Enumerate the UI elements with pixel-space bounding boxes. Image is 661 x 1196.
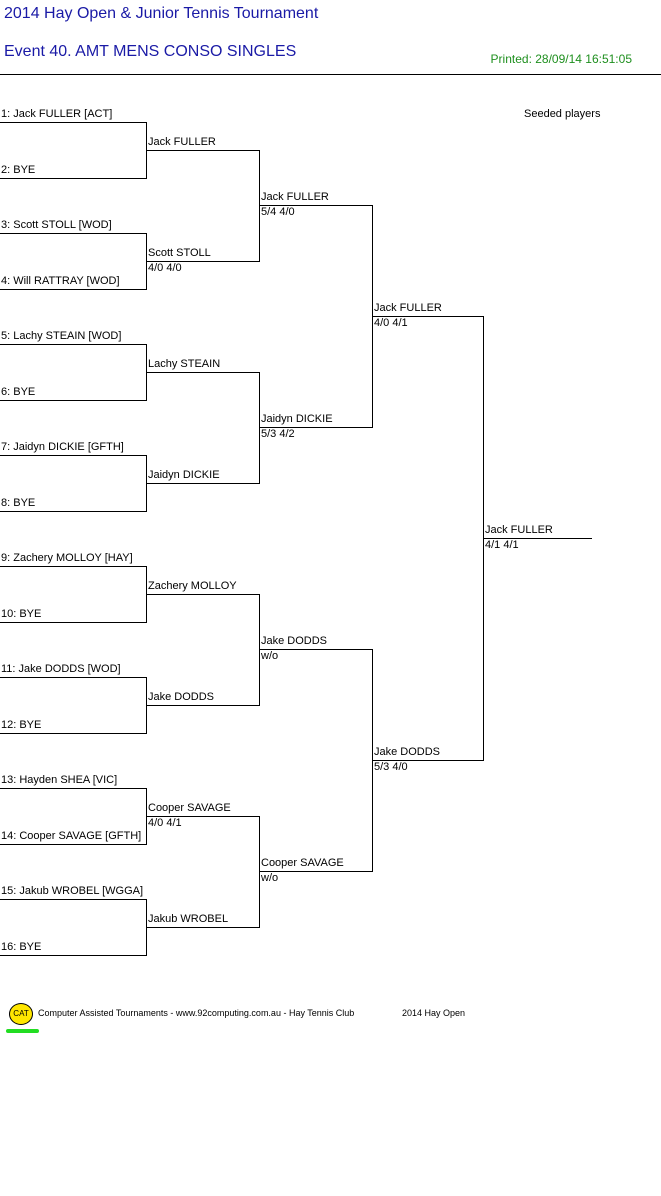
bracket-connector [259,594,260,706]
round4-score: 5/3 4/0 [374,761,408,773]
bracket-line [0,289,146,290]
round2-score: 4/0 4/1 [148,817,182,829]
round1-player: 6: BYE [1,386,36,398]
round2-player: Zachery MOLLOY [148,580,237,592]
round1-player: 13: Hayden SHEA [VIC] [1,774,118,786]
footer-event-name: 2014 Hay Open [402,1008,466,1018]
round2-player: Jake DODDS [148,691,215,703]
event-title: Event 40. AMT MENS CONSO SINGLES [4,43,297,60]
printed-timestamp: Printed: 28/09/14 16:51:05 [490,52,632,66]
round2-player: Cooper SAVAGE [148,802,231,814]
round3-player: Cooper SAVAGE [261,857,344,869]
bracket-line [259,427,372,428]
round3-score: w/o [261,650,279,662]
round1-player: 16: BYE [1,941,42,953]
bracket-line [146,150,259,151]
bracket-line [0,400,146,401]
footer-credit: Computer Assisted Tournaments - www.92co… [38,1008,355,1018]
bracket-line [0,566,146,567]
round1-player: 12: BYE [1,719,42,731]
round1-player: 15: Jakub WROBEL [WGGA] [1,885,144,897]
tournament-title: 2014 Hay Open & Junior Tennis Tournament [4,5,319,22]
bracket-line [0,844,146,845]
cat-logo-icon: CAT [9,1003,33,1025]
round4-score: 4/0 4/1 [374,317,408,329]
round1-player: 10: BYE [1,608,42,620]
winner-name: Jack FULLER [485,524,553,536]
bracket-line [259,205,372,206]
bracket-line [0,344,146,345]
bracket-line [146,372,259,373]
bracket-line [0,233,146,234]
seeded-players-label: Seeded players [524,108,601,120]
bracket-line [0,677,146,678]
round3-score: w/o [261,872,279,884]
bracket-line [0,178,146,179]
round1-player: 4: Will RATTRAY [WOD] [1,275,120,287]
bracket-line [0,899,146,900]
round1-player: 2: BYE [1,164,36,176]
winner-score: 4/1 4/1 [485,539,519,551]
bracket-line [146,483,259,484]
round1-player: 9: Zachery MOLLOY [HAY] [1,552,133,564]
round1-player: 8: BYE [1,497,36,509]
round4-player: Jack FULLER [374,302,442,314]
round1-player: 1: Jack FULLER [ACT] [1,108,113,120]
round1-player: 3: Scott STOLL [WOD] [1,219,112,231]
round2-player: Jaidyn DICKIE [148,469,220,481]
round2-score: 4/0 4/0 [148,262,182,274]
round2-player: Jack FULLER [148,136,216,148]
bracket-line [0,122,146,123]
round3-score: 5/3 4/2 [261,428,295,440]
bracket-line [146,816,259,817]
bracket-line [0,788,146,789]
round1-player: 7: Jaidyn DICKIE [GFTH] [1,441,124,453]
round3-player: Jack FULLER [261,191,329,203]
bracket-connector [259,372,260,484]
bracket-connector [259,816,260,928]
round4-player: Jake DODDS [374,746,441,758]
bracket-line [372,316,483,317]
header-divider [0,74,661,75]
round2-player: Jakub WROBEL [148,913,229,925]
round1-player: 11: Jake DODDS [WOD] [1,663,121,675]
round2-player: Lachy STEAIN [148,358,221,370]
bracket-line [146,705,259,706]
bracket-line [146,927,259,928]
round3-player: Jake DODDS [261,635,328,647]
round3-player: Jaidyn DICKIE [261,413,333,425]
bracket-line [0,622,146,623]
bracket-line [0,955,146,956]
bracket-line [483,538,592,539]
bracket-line [0,511,146,512]
round2-player: Scott STOLL [148,247,211,259]
bracket-connector [259,150,260,262]
bracket-line [259,649,372,650]
bracket-line [146,594,259,595]
bracket-line [146,261,259,262]
round1-player: 5: Lachy STEAIN [WOD] [1,330,122,342]
bracket-line [0,455,146,456]
bracket-line [372,760,483,761]
bracket-line [259,871,372,872]
round3-score: 5/4 4/0 [261,206,295,218]
bracket-line [0,733,146,734]
round1-player: 14: Cooper SAVAGE [GFTH] [1,830,142,842]
cat-logo-underline [6,1029,39,1033]
